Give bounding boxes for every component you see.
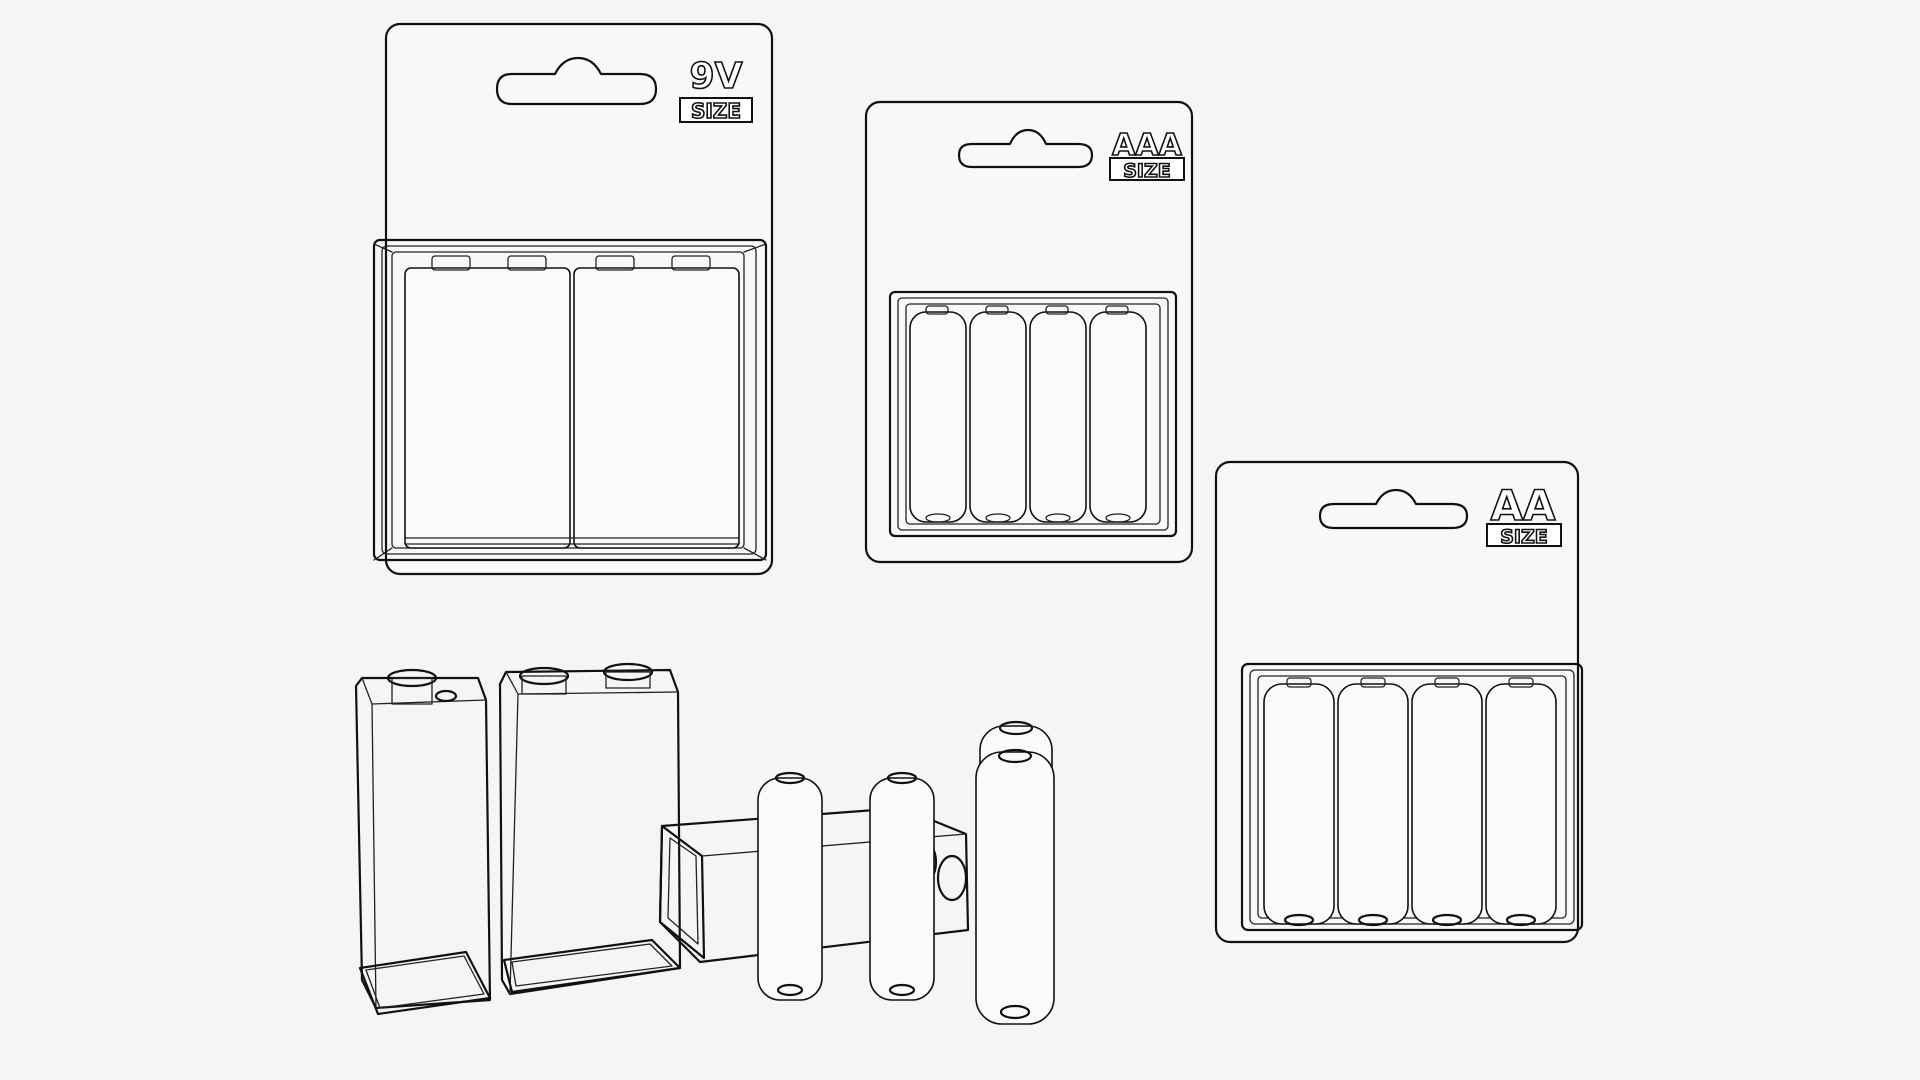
aaa-cells-in-pack (909, 305, 1147, 523)
battery-9v-in-pack (573, 267, 740, 549)
size-label-9v: 9V (690, 56, 743, 97)
aa-cells-in-pack (1263, 677, 1557, 927)
blister-shell (1240, 662, 1584, 932)
blister-pack-aa: AA SIZE (1214, 460, 1584, 944)
hang-hole (957, 128, 1094, 169)
terminal-icon (936, 854, 968, 902)
bottom-face (502, 938, 682, 994)
size-word-aaa: SIZE (1123, 160, 1171, 182)
battery-aa-loose (975, 748, 1055, 1025)
bottom-face (358, 950, 492, 1016)
battery-9v-standing (498, 662, 682, 996)
terminal-icon (518, 666, 570, 686)
battery-aaa-loose (757, 771, 823, 1001)
size-word-box (1486, 523, 1562, 547)
size-word-box (679, 97, 753, 123)
size-label-aa: AA (1490, 481, 1556, 530)
size-word-aa: SIZE (1500, 526, 1548, 548)
blister-shell (888, 290, 1178, 538)
battery-9v-in-pack (404, 267, 571, 549)
battery-9v-standing (354, 668, 492, 1016)
end-face (658, 824, 706, 960)
size-word-box (1109, 157, 1185, 181)
blister-pack-aaa: AAA SIZE (864, 100, 1194, 564)
size-word-9v: SIZE (691, 99, 741, 123)
hang-hole (1318, 488, 1469, 530)
hang-hole (495, 56, 658, 106)
battery-aaa-loose (869, 771, 935, 1001)
blister-pack-9v: 9V SIZE (372, 22, 774, 576)
terminal-icon (386, 668, 438, 688)
blister-shell (372, 238, 768, 562)
